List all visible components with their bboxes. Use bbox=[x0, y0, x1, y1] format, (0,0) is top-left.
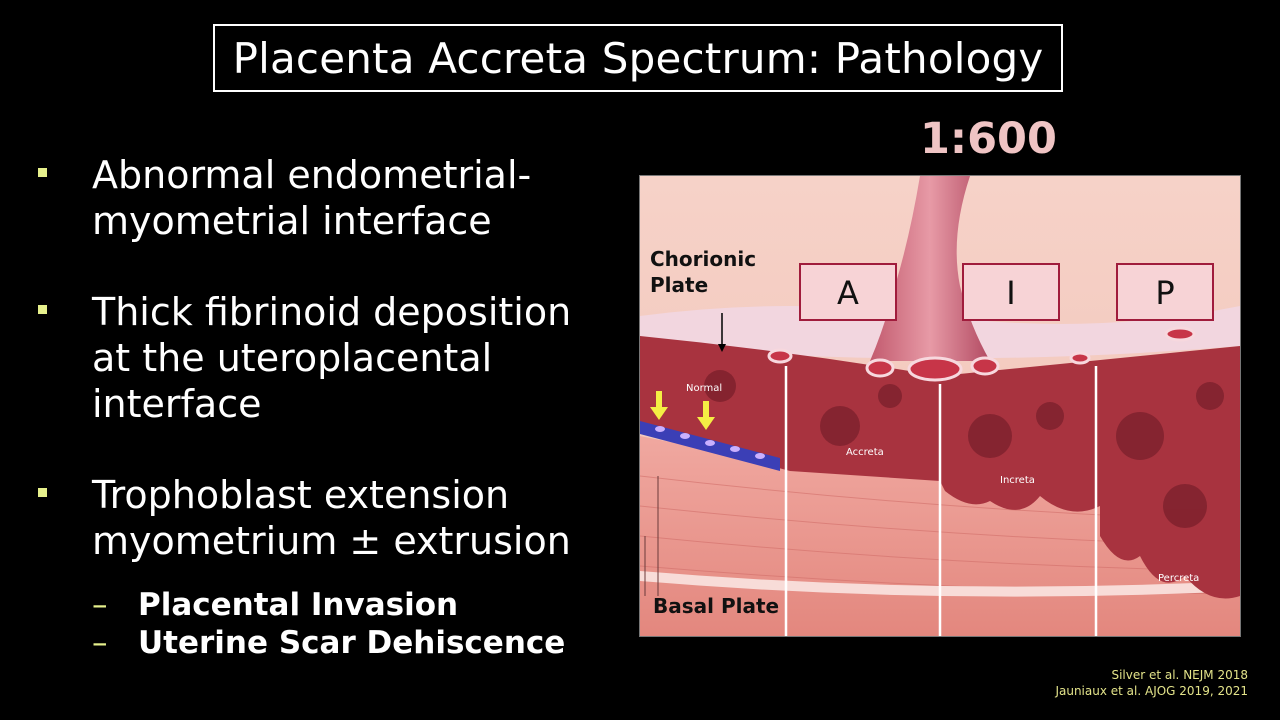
box-increta bbox=[962, 263, 1060, 321]
bullet-line: Thick fibrinoid deposition bbox=[92, 290, 572, 334]
box-percreta bbox=[1116, 263, 1214, 321]
bullet-line: myometrium ± extrusion bbox=[92, 519, 571, 563]
classification-boxes: A I P bbox=[799, 263, 1214, 321]
chorionic-vessels bbox=[767, 326, 1196, 382]
box-label: P bbox=[1155, 274, 1174, 312]
chorionic-plate-label: Plate bbox=[650, 273, 708, 297]
box-accreta bbox=[799, 263, 897, 321]
incidence-ratio: 1:600 bbox=[920, 114, 1057, 164]
sub-bullet-list: – Placental Invasion – Uterine Scar Dehi… bbox=[92, 586, 565, 662]
bullet-item: Thick fibrinoid deposition at the uterop… bbox=[38, 289, 608, 427]
zone-dividers bbox=[784, 366, 1098, 636]
bullet-square-icon bbox=[38, 488, 47, 497]
slide-title: Placenta Accreta Spectrum: Pathology bbox=[213, 24, 1063, 92]
sub-bullet-item: – Placental Invasion bbox=[92, 586, 565, 624]
citation-line: Silver et al. NEJM 2018 bbox=[1111, 668, 1248, 682]
artery-cells bbox=[655, 426, 765, 459]
placenta-illustration: Chorionic Plate Basal Plate Normal Accre… bbox=[639, 175, 1241, 637]
bullet-item: Trophoblast extension myometrium ± extru… bbox=[38, 472, 608, 564]
chorionic-arrow-head bbox=[718, 344, 726, 352]
placenta-diagram: Chorionic Plate Basal Plate Normal Accre… bbox=[640, 176, 1240, 636]
bullet-square-icon bbox=[38, 305, 47, 314]
bullet-item: Abnormal endometrial- myometrial interfa… bbox=[38, 152, 608, 244]
bullet-line: interface bbox=[92, 382, 262, 426]
bullet-line: at the uteroplacental bbox=[92, 336, 493, 380]
umbilical-cord bbox=[870, 176, 990, 361]
bullet-line: Abnormal endometrial- bbox=[92, 153, 532, 197]
zone-label-percreta: Percreta bbox=[1158, 573, 1199, 584]
zone-label-increta: Increta bbox=[1000, 475, 1035, 486]
yellow-arrows-icon bbox=[650, 391, 715, 430]
bullet-line: myometrial interface bbox=[92, 199, 492, 243]
reference-lines bbox=[644, 476, 659, 596]
box-label: A bbox=[837, 274, 859, 312]
chorionic-plate-label: Chorionic bbox=[650, 247, 756, 271]
bullet-square-icon bbox=[38, 168, 47, 177]
slide-title-text: Placenta Accreta Spectrum: Pathology bbox=[232, 33, 1044, 83]
serosa bbox=[640, 571, 1240, 597]
box-label: I bbox=[1006, 274, 1015, 312]
basal-plate-label: Basal Plate bbox=[653, 594, 779, 618]
zone-label-accreta: Accreta bbox=[846, 447, 884, 458]
dash-icon: – bbox=[92, 587, 108, 623]
villous-clusters bbox=[704, 370, 1224, 528]
citations: Silver et al. NEJM 2018 Jauniaux et al. … bbox=[1055, 667, 1248, 699]
sub-bullet-text: Placental Invasion bbox=[138, 587, 459, 623]
citation-line: Jauniaux et al. AJOG 2019, 2021 bbox=[1055, 684, 1248, 698]
bullet-list: Abnormal endometrial- myometrial interfa… bbox=[38, 152, 608, 609]
sub-bullet-item: – Uterine Scar Dehiscence bbox=[92, 624, 565, 662]
dash-icon: – bbox=[92, 625, 108, 661]
bullet-line: Trophoblast extension bbox=[92, 473, 510, 517]
sub-bullet-text: Uterine Scar Dehiscence bbox=[138, 625, 566, 661]
zone-label-normal: Normal bbox=[686, 383, 722, 394]
